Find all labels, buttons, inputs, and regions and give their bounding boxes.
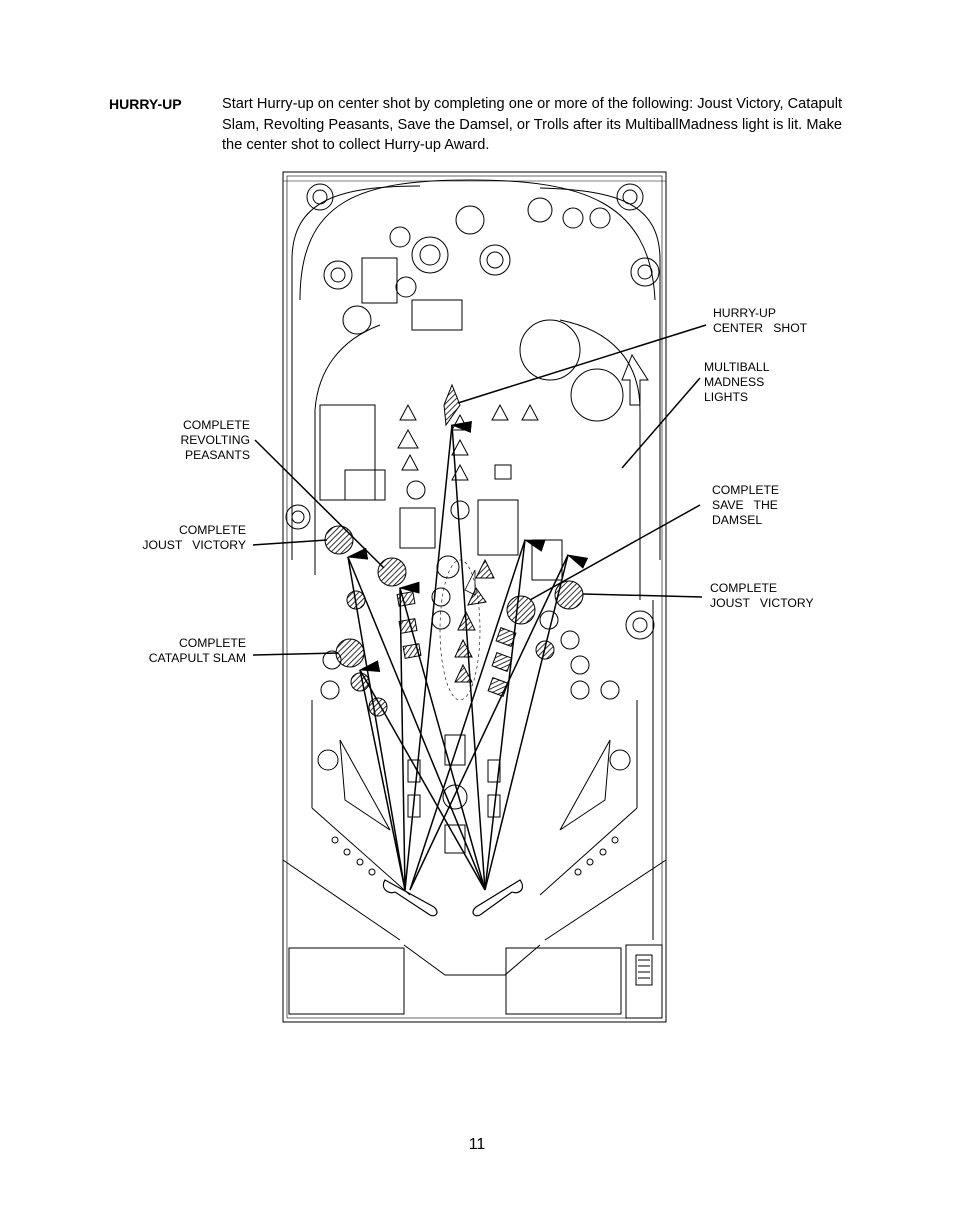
lit-inserts [324,383,584,717]
label-complete-joust-victory-right: COMPLETE JOUST VICTORY [710,581,814,610]
shot-arrows [346,420,589,891]
label-complete-revolting-peasants: COMPLETE REVOLTING PEASANTS [180,418,250,462]
label-complete-joust-victory-left: COMPLETE JOUST VICTORY [142,523,246,552]
inserts [317,403,631,876]
flippers [382,879,524,917]
playfield-outline [282,171,667,1023]
page-number: 11 [468,1136,486,1153]
callout-lines [252,324,707,656]
section-description: Start Hurry-up on center shot by complet… [222,96,842,153]
section-heading: HURRY-UP [109,96,182,112]
label-complete-save-the-damsel: COMPLETE SAVE THE DAMSEL [712,483,780,527]
label-hurry-up-center-shot: HURRY-UP CENTER SHOT [713,306,808,335]
upper-mechanisms [285,183,660,640]
label-multiball-madness-lights: MULTIBALL MADNESS LIGHTS [704,360,770,404]
label-complete-catapult-slam: COMPLETE CATAPULT SLAM [148,636,246,665]
